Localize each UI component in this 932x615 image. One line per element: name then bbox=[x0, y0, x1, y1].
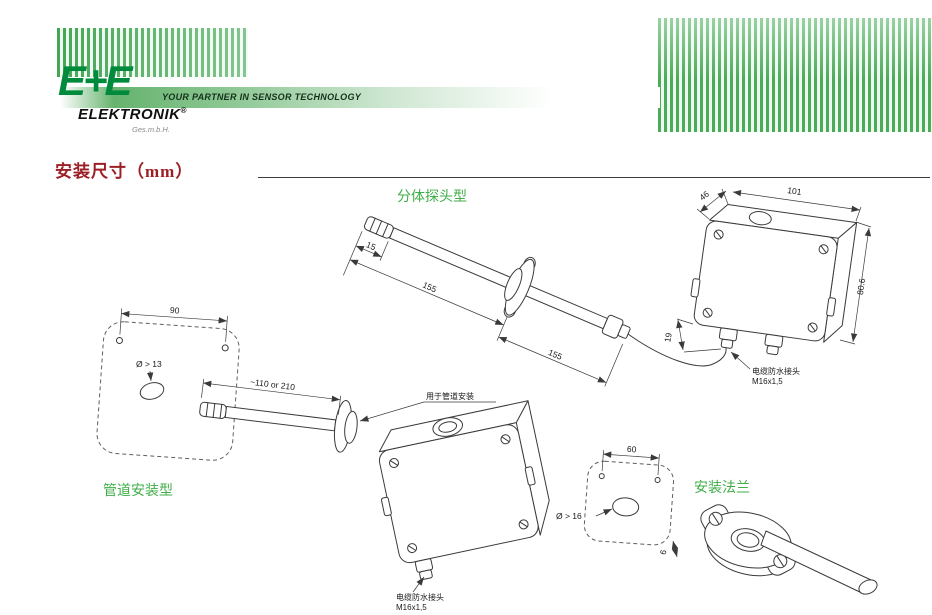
duct-housing bbox=[378, 400, 550, 581]
duct-install-note: 用于管道安装 bbox=[426, 391, 474, 401]
dim-hole-spacing: 90 bbox=[170, 305, 180, 316]
dim-gland-offset: 19 bbox=[662, 332, 674, 343]
dim-thickness: 6 bbox=[658, 548, 669, 555]
gland-note-line1: 电缆防水接头 bbox=[752, 366, 800, 376]
gland-note-line2: M16x1,5 bbox=[396, 603, 427, 612]
connection-cable bbox=[627, 333, 727, 367]
tagline-text: YOUR PARTNER IN SENSOR TECHNOLOGY bbox=[162, 92, 362, 102]
housing-cable-gland bbox=[718, 327, 738, 342]
dim-probe-front: 155 bbox=[421, 280, 438, 295]
mounting-flange-label: 安装法兰 bbox=[694, 479, 750, 495]
header-stripes-left-decoration bbox=[57, 28, 248, 77]
diagram-mounting-flange: 安装法兰 60 Ø > 16 bbox=[556, 444, 878, 595]
duct-probe: ~110 or 210 bbox=[199, 377, 358, 453]
header-stripes-right-decoration bbox=[658, 18, 932, 132]
dim-hole-diameter: Ø > 16 bbox=[556, 511, 582, 521]
dim-housing-height: 80.6 bbox=[855, 277, 867, 295]
gland-note-line2: M16x1,5 bbox=[752, 377, 783, 386]
split-probe-label: 分体探头型 bbox=[397, 188, 467, 204]
dim-probe-rear: 155 bbox=[547, 347, 564, 362]
diagram-duct-mount: 管道安装型 90 Ø > 13 bbox=[96, 305, 550, 612]
gland-note-line1: 电缆防水接头 bbox=[396, 592, 444, 602]
brand-name-text: ELEKTRONIK bbox=[78, 106, 181, 123]
brand-subtitle: Ges.m.b.H. bbox=[132, 125, 170, 134]
flange-hole bbox=[612, 497, 640, 517]
probe-hole bbox=[139, 382, 165, 400]
dim-hole-diameter: Ø > 13 bbox=[136, 359, 162, 369]
brand-name: ELEKTRONIK® bbox=[78, 106, 187, 123]
housing-cable-gland bbox=[764, 333, 784, 348]
dim-hole-spacing: 60 bbox=[627, 444, 637, 455]
tagline-band-decoration bbox=[60, 87, 660, 108]
registered-mark: ® bbox=[180, 106, 187, 115]
housing-top-opening bbox=[432, 417, 464, 437]
remote-probe: 15 155 155 bbox=[343, 216, 631, 387]
duct-mounting-plate-outline: 90 bbox=[96, 305, 240, 461]
dim-housing-width: 101 bbox=[787, 185, 803, 197]
mounting-flange-part bbox=[700, 504, 796, 577]
duct-mount-label: 管道安装型 bbox=[103, 482, 173, 498]
flange-plate-outline: 60 bbox=[583, 444, 675, 546]
diagram-split-probe: 分体探头型 bbox=[343, 185, 872, 387]
dim-housing-depth: 46 bbox=[697, 189, 711, 203]
wall-housing bbox=[690, 204, 858, 356]
title-divider bbox=[258, 177, 930, 178]
ee-logo: E+E bbox=[58, 57, 133, 104]
dim-tip: 15 bbox=[365, 239, 378, 252]
page-title: 安装尺寸（mm） bbox=[55, 162, 194, 181]
